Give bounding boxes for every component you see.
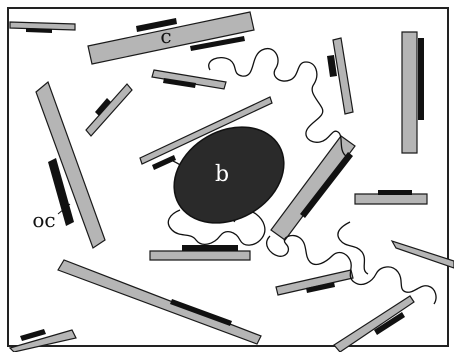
label-b: b: [215, 162, 229, 187]
crystal-platelet: [355, 194, 427, 204]
crystal-platelet: [86, 84, 132, 136]
label-oc: oc: [32, 208, 55, 232]
crystal-platelet: [334, 296, 414, 352]
crystal-platelet: [150, 251, 250, 260]
polymer-chain: [338, 222, 368, 274]
coating: [182, 245, 238, 251]
crystal-platelet: [402, 32, 417, 153]
coating: [418, 38, 424, 120]
label-c: c: [160, 24, 171, 48]
crystal-platelet: [58, 260, 261, 344]
crystal-platelet: [392, 241, 454, 268]
coating: [378, 190, 412, 195]
